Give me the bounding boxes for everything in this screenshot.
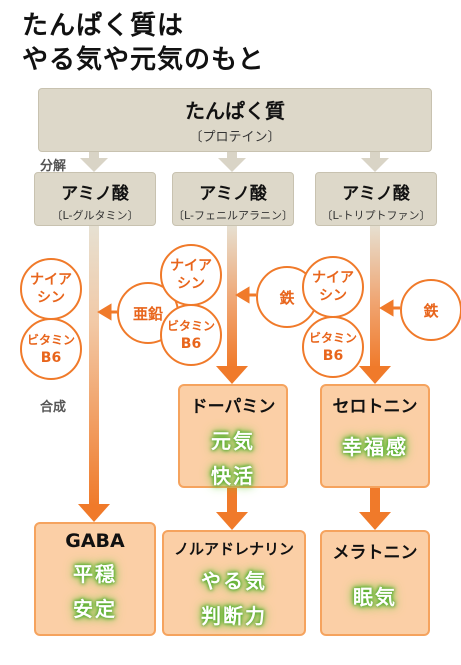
gaba-effect-1: 平穏 (73, 562, 117, 586)
dopamine-effect-2: 快活 (211, 464, 255, 488)
amino-sub: 〔L-フェニルアラニン〕 (173, 209, 293, 222)
b6-circle-col3: ビタミン B6 (302, 316, 364, 378)
noradrenaline-box: ノルアドレナリン やる気 判断力 (162, 530, 306, 636)
dopamine-box: ドーパミン 元気 快活 (178, 384, 288, 488)
melatonin-name: メラトニン (332, 543, 418, 563)
niacin-circle-col1: ナイア シン (20, 258, 82, 320)
b6-text-1: ビタミン (166, 319, 215, 333)
b6-circle-col1: ビタミン B6 (20, 318, 82, 380)
serotonin-box: セロトニン 幸福感 (320, 384, 430, 488)
amino-name: アミノ酸 (342, 184, 410, 204)
b6-text-1: ビタミン (26, 333, 75, 347)
title-line-2: やる気や元気のもと (22, 45, 265, 75)
b6-text-2: B6 (322, 348, 344, 364)
b6-text-1: ビタミン (308, 331, 357, 345)
gaba-box: GABA 平穏 安定 (34, 522, 156, 636)
niacin-text-2: シン (177, 276, 205, 292)
niacin-text-2: シン (319, 288, 347, 304)
melatonin-box: メラトニン 眠気 (320, 530, 430, 636)
amino-name: アミノ酸 (199, 184, 267, 204)
protein-name: たんぱく質 (185, 99, 285, 123)
niacin-circle-col3: ナイア シン (302, 256, 364, 318)
noradrenaline-name: ノルアドレナリン (173, 540, 294, 558)
amino-name: アミノ酸 (61, 184, 129, 204)
title-line-1: たんぱく質は (22, 11, 185, 41)
synthesize-label: 合成 (40, 400, 67, 415)
serotonin-name: セロトニン (332, 397, 418, 417)
gaba-name: GABA (65, 530, 125, 552)
decompose-label: 分解 (40, 159, 67, 174)
b6-circle-col2: ビタミン B6 (160, 304, 222, 366)
b6-text-2: B6 (180, 336, 202, 352)
protein-sub: 〔プロテイン〕 (189, 130, 281, 145)
melatonin-effect-1: 眠気 (353, 585, 397, 609)
iron-circle-col3: 鉄 (400, 279, 461, 341)
amino-box-tryptophan: アミノ酸 〔L-トリプトファン〕 (315, 172, 437, 226)
arrow-col1 (89, 224, 99, 506)
dopamine-name: ドーパミン (190, 397, 276, 417)
protein-box: たんぱく質 〔プロテイン〕 (38, 88, 432, 152)
niacin-text-1: ナイア (30, 272, 72, 288)
b6-text-2: B6 (40, 350, 62, 366)
amino-sub: 〔L-トリプトファン〕 (321, 209, 431, 222)
noradrenaline-effect-1: やる気 (201, 569, 267, 593)
dopamine-effect-1: 元気 (211, 429, 255, 453)
niacin-text-1: ナイア (312, 270, 354, 286)
amino-box-phenylalanine: アミノ酸 〔L-フェニルアラニン〕 (172, 172, 294, 226)
arrow-col2 (227, 224, 237, 368)
arrow-col3 (370, 224, 380, 368)
serotonin-effect-1: 幸福感 (342, 435, 408, 459)
decompose-arrows (80, 150, 389, 172)
amino-box-glutamine: アミノ酸 〔L-グルタミン〕 (34, 172, 156, 226)
noradrenaline-effect-2: 判断力 (201, 604, 267, 628)
niacin-circle-col2: ナイア シン (160, 244, 222, 306)
niacin-text-2: シン (37, 290, 65, 306)
gaba-effect-2: 安定 (73, 597, 117, 621)
niacin-text-1: ナイア (170, 258, 212, 274)
amino-sub: 〔L-グルタミン〕 (51, 209, 139, 222)
